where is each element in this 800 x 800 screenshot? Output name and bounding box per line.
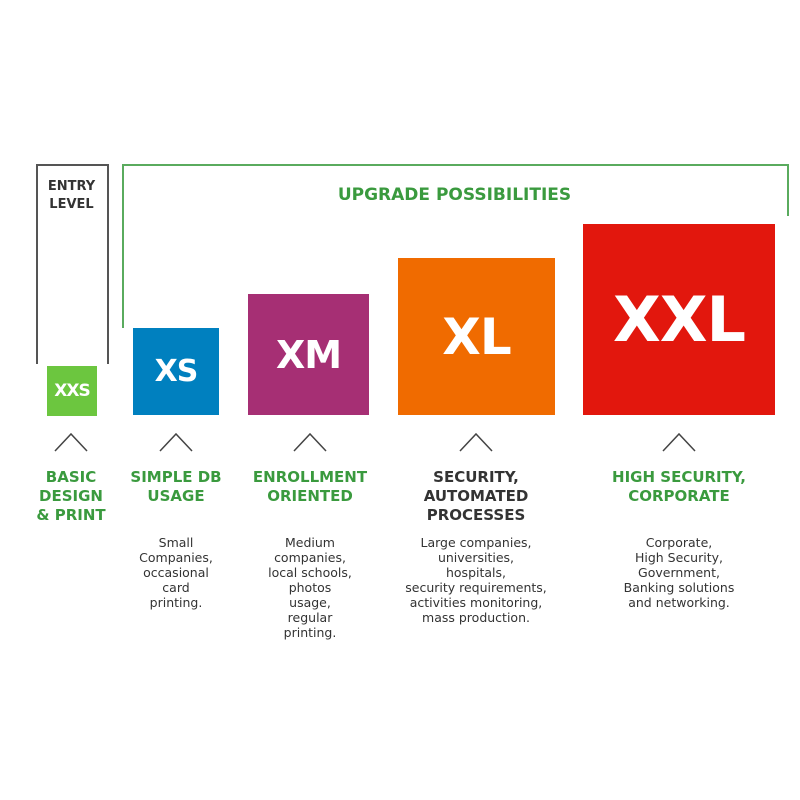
description-line: Small (158, 535, 194, 550)
description-line: mass production. (422, 610, 530, 625)
description-line: usage, (289, 595, 331, 610)
description-line: Corporate, (645, 535, 713, 550)
bracket-gap (780, 216, 790, 336)
description-line: and networking. (628, 595, 730, 610)
caret-up-icon (293, 432, 327, 452)
tier-description-xl: Large companies,universities,hospitals,s… (386, 535, 566, 625)
description-line: security requirements, (405, 580, 547, 595)
tier-box-xxs: XXS (47, 366, 97, 416)
heading-line: & PRINT (36, 506, 106, 524)
caret-up-icon (459, 432, 493, 452)
tier-heading-xxl: HIGH SECURITY,CORPORATE (589, 468, 769, 506)
heading-line: CORPORATE (628, 487, 730, 505)
tier-label: XXS (54, 381, 90, 401)
description-line: Government, (638, 565, 720, 580)
description-line: hospitals, (445, 565, 506, 580)
description-line: occasional (143, 565, 209, 580)
description-line: Banking solutions (623, 580, 735, 595)
description-line: High Security, (634, 550, 723, 565)
tier-box-xm: XM (248, 294, 369, 415)
heading-line: SECURITY, (433, 468, 519, 486)
description-line: Companies, (139, 550, 213, 565)
tier-label: XL (442, 307, 511, 366)
entry-label-line: LEVEL (49, 197, 94, 212)
tier-label: XM (275, 332, 342, 377)
heading-line: BASIC (45, 468, 97, 486)
heading-line: HIGH SECURITY, (612, 468, 746, 486)
description-line: printing. (283, 625, 337, 640)
description-line: photos (288, 580, 332, 595)
description-line: Medium (285, 535, 335, 550)
description-line: companies, (274, 550, 346, 565)
heading-line: ORIENTED (267, 487, 353, 505)
heading-line: USAGE (147, 487, 205, 505)
tier-label: XXL (612, 283, 746, 356)
description-line: universities, (437, 550, 515, 565)
heading-line: SIMPLE DB (130, 468, 222, 486)
description-line: Large companies, (420, 535, 532, 550)
description-line: local schools, (268, 565, 352, 580)
description-line: card (162, 580, 190, 595)
tier-box-xs: XS (133, 328, 219, 415)
heading-line: AUTOMATED (423, 487, 529, 505)
tier-box-xl: XL (398, 258, 555, 415)
tier-label: XS (154, 354, 199, 389)
upgrade-possibilities-label: UPGRADE POSSIBILITIES (337, 185, 572, 205)
tier-description-xxl: Corporate,High Security,Government,Banki… (589, 535, 769, 610)
tier-box-xxl: XXL (583, 224, 775, 415)
caret-up-icon (54, 432, 88, 452)
caret-up-icon (159, 432, 193, 452)
heading-line: ENROLLMENT (252, 468, 368, 486)
entry-level-frame (36, 164, 109, 364)
description-line: printing. (149, 595, 203, 610)
caret-up-icon (662, 432, 696, 452)
heading-line: DESIGN (39, 487, 103, 505)
entry-label-line: ENTRY (47, 179, 96, 194)
description-line: regular (287, 610, 333, 625)
description-line: activities monitoring, (409, 595, 543, 610)
heading-line: PROCESSES (426, 506, 526, 524)
entry-level-label: ENTRY LEVEL (36, 178, 107, 214)
